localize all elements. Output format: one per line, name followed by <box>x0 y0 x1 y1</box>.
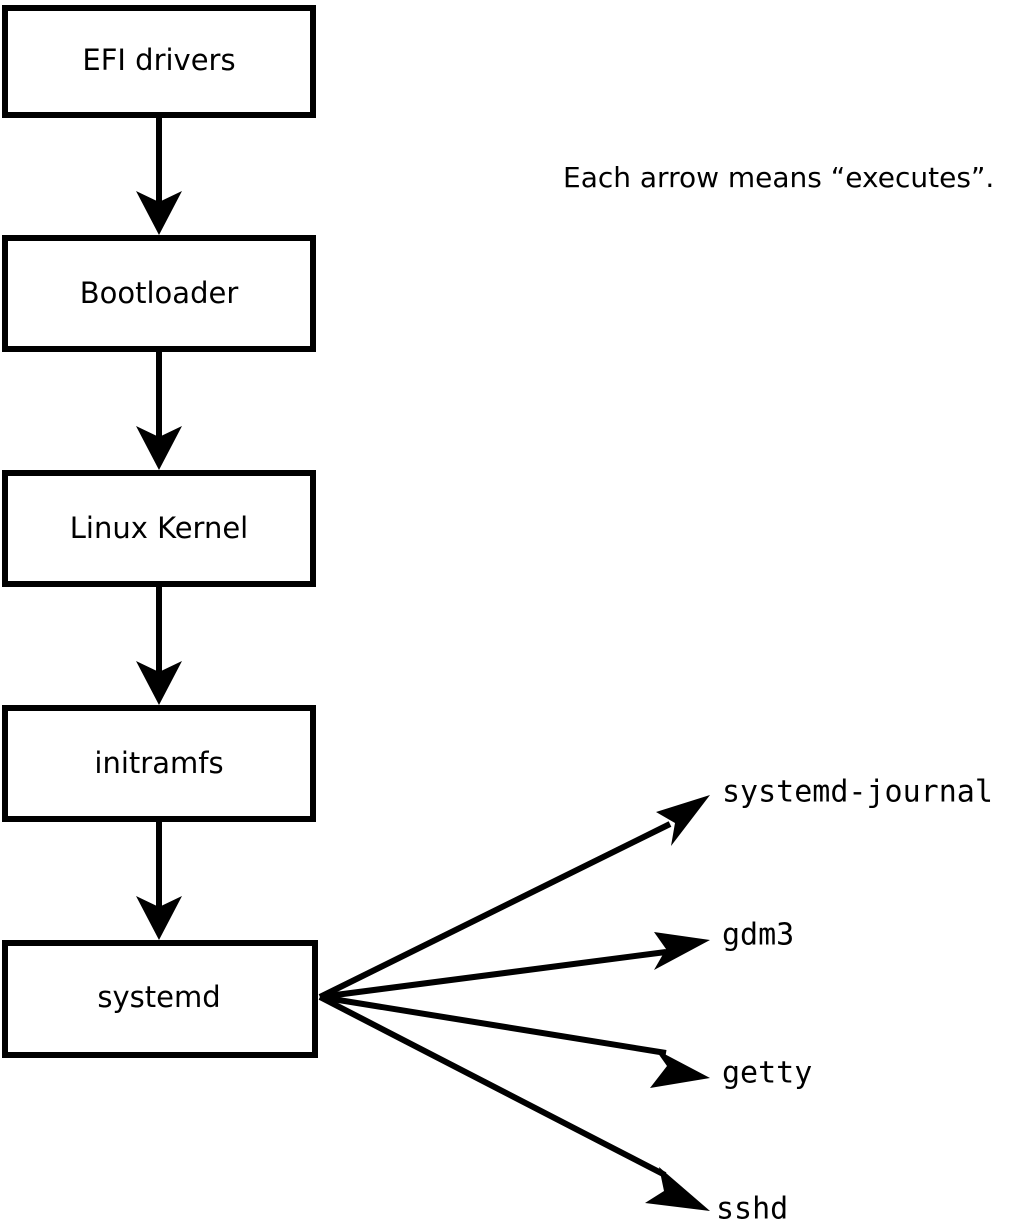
arrow-efi-drivers-to-bootloader <box>136 118 182 235</box>
arrow-initramfs-to-systemd <box>136 822 182 940</box>
service-label-gdm3[interactable]: gdm3 <box>722 918 794 953</box>
stage-boxes: EFI drivers Bootloader Linux Kernel init… <box>2 5 318 1058</box>
arrow-head-down-icon <box>136 896 182 940</box>
stage-box-rect <box>2 5 316 118</box>
arrow-head-down-icon <box>136 426 182 470</box>
arrow-systemd-to-getty <box>319 994 710 1088</box>
stage-box-label: Linux Kernel <box>70 511 248 545</box>
service-label-sshd[interactable]: sshd <box>716 1192 788 1227</box>
arrow-head-se-icon <box>645 1167 710 1211</box>
arrow-head-down-icon <box>136 191 182 235</box>
stage-box-systemd[interactable]: systemd <box>2 940 318 1058</box>
stage-box-label: EFI drivers <box>82 43 235 77</box>
arrow-head-down-icon <box>136 661 182 705</box>
vertical-flow-arrows <box>136 118 182 940</box>
systemd-fanout-arrows <box>318 795 710 1211</box>
service-label-systemd-journal[interactable]: systemd-journal <box>722 775 993 810</box>
service-labels: systemd-journal gdm3 getty sshd <box>716 775 993 1227</box>
stage-box-initramfs[interactable]: initramfs <box>2 705 316 822</box>
arrow-linux-kernel-to-initramfs <box>136 587 182 705</box>
service-label-getty[interactable]: getty <box>722 1056 812 1091</box>
stage-box-rect <box>2 705 316 822</box>
arrow-head-ne-icon <box>656 795 710 846</box>
stage-box-label: Bootloader <box>80 276 239 310</box>
diagram-caption: Each arrow means “executes”. <box>563 161 994 194</box>
stage-box-rect <box>2 235 316 352</box>
arrow-systemd-to-sshd <box>318 994 710 1211</box>
arrow-shaft <box>319 994 667 1056</box>
arrow-head-ne-icon <box>654 932 710 970</box>
stage-box-label: systemd <box>97 980 220 1014</box>
stage-box-label: initramfs <box>94 746 223 780</box>
stage-box-efi-drivers[interactable]: EFI drivers <box>2 5 316 118</box>
arrow-systemd-to-gdm3 <box>319 932 710 1000</box>
stage-box-rect <box>2 940 318 1058</box>
arrow-head-se-icon <box>650 1049 710 1088</box>
arrow-shaft <box>318 821 672 1000</box>
stage-box-bootloader[interactable]: Bootloader <box>2 235 316 352</box>
stage-box-linux-kernel[interactable]: Linux Kernel <box>2 470 316 587</box>
arrow-shaft <box>318 994 667 1178</box>
arrow-systemd-to-systemd-journal <box>318 795 710 1000</box>
stage-box-rect <box>2 470 316 587</box>
arrow-shaft <box>319 949 667 1000</box>
arrow-bootloader-to-linux-kernel <box>136 352 182 470</box>
